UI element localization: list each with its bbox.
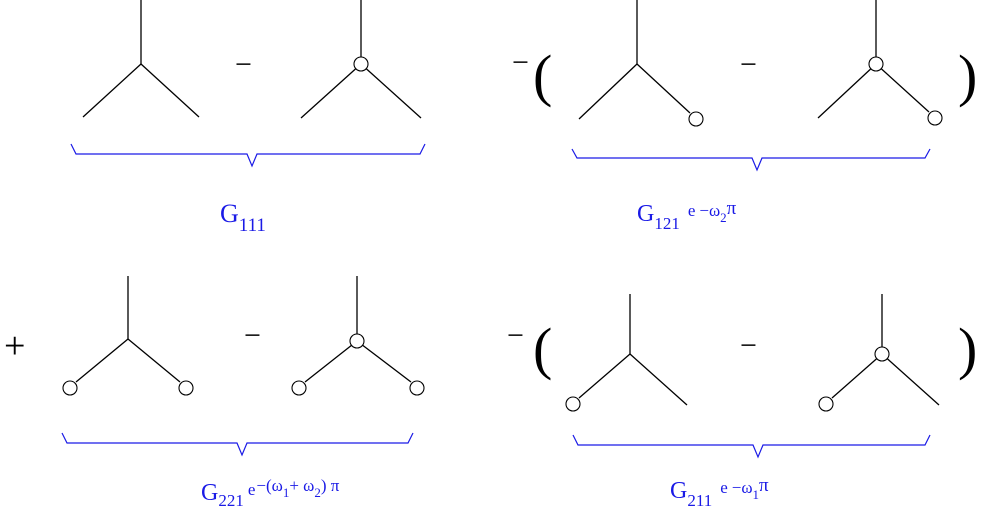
label-g121: G121e−ω2π <box>637 198 737 233</box>
left-paren-row2: ( <box>533 316 552 381</box>
leg-end-circle <box>409 380 425 396</box>
vertex-row2-4-center-and-left-circle <box>818 294 940 412</box>
minus-sign-row2-a: − <box>244 319 261 352</box>
vertex-row1-3-right-leg-circle <box>578 0 704 127</box>
left-paren-row1: ( <box>533 43 552 108</box>
minus-sign-row2-b: − <box>507 319 524 352</box>
vertex-marker-circle <box>353 56 369 72</box>
leg-end-circle <box>178 380 194 396</box>
leg-end-circle <box>927 110 943 126</box>
vertex-row1-4-center-and-right-circle <box>817 0 943 126</box>
vertex-marker-circle <box>868 56 884 72</box>
vertex-row2-1-both-legs-circle <box>62 276 194 396</box>
underbrace-row1-right <box>571 148 931 172</box>
label-g221: G221e−(ω1+ ω2) π <box>201 476 340 510</box>
leg-end-circle <box>688 111 704 127</box>
right-paren-row2: ) <box>958 316 977 381</box>
vertex-marker-circle <box>874 346 890 362</box>
minus-sign-row1-c: − <box>740 48 757 81</box>
vertex-row2-2-all-circles <box>291 276 425 396</box>
vertex-marker-circle <box>349 333 365 349</box>
right-paren-row1: ) <box>958 43 977 108</box>
underbrace-row1-left <box>70 143 426 168</box>
vertex-row1-2-center-circle <box>300 0 422 119</box>
label-g211: G211e−ω1π <box>670 475 769 510</box>
minus-sign-row1-b: − <box>512 46 529 79</box>
leg-end-circle <box>565 396 581 412</box>
underbrace-row2-left <box>61 432 414 457</box>
vertex-row1-1-plain <box>82 0 200 118</box>
leg-end-circle <box>291 380 307 396</box>
minus-sign-row2-c: − <box>740 329 757 362</box>
minus-sign-row1-a: − <box>235 48 252 81</box>
vertex-row2-3-left-leg-circle <box>565 294 688 412</box>
underbrace-row2-right <box>572 434 931 459</box>
label-g111: G111 <box>220 199 266 236</box>
plus-sign-row2: + <box>4 325 25 367</box>
leg-end-circle <box>62 380 78 396</box>
leg-end-circle <box>818 396 834 412</box>
